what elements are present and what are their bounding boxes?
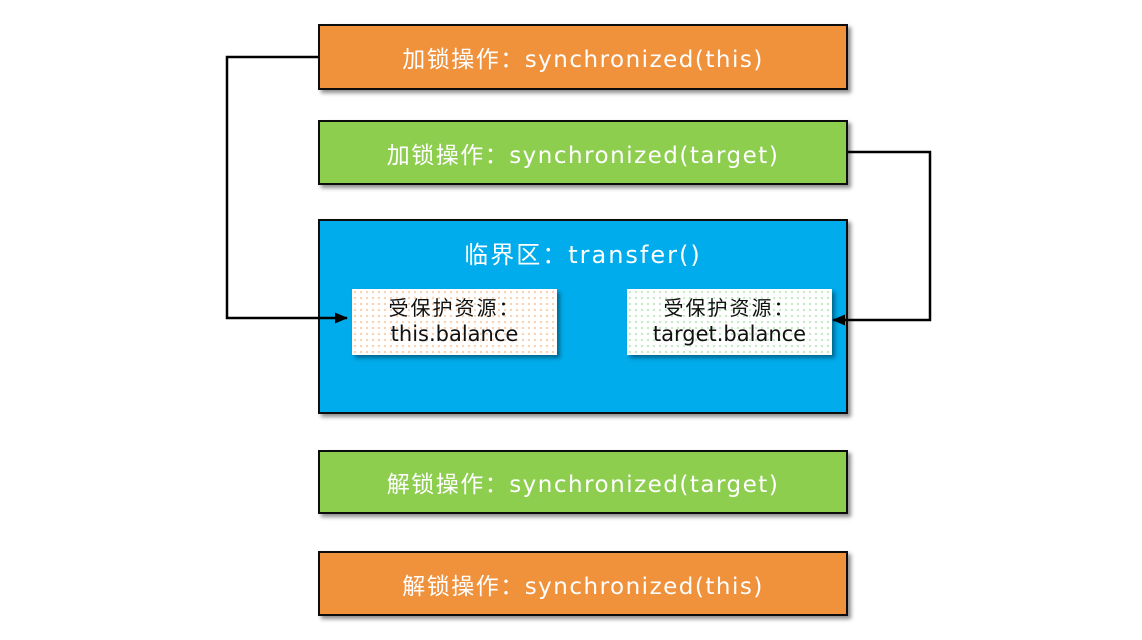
resource-target-balance-value: target.balance xyxy=(652,322,807,347)
flow-box-lock-this-label: 加锁操作：synchronized(this) xyxy=(402,47,764,73)
flow-box-critical-section: 临界区：transfer() 受保护资源： this.balance 受保护资源… xyxy=(318,219,848,414)
critical-section-title: 临界区：transfer() xyxy=(464,241,702,269)
resource-target-balance-label: 受保护资源： xyxy=(663,296,796,321)
flow-box-lock-target-label: 加锁操作：synchronized(target) xyxy=(386,142,780,169)
resource-box-target-balance: 受保护资源： target.balance xyxy=(627,289,832,355)
flow-box-unlock-this: 解锁操作：synchronized(this) xyxy=(318,551,848,616)
flow-box-unlock-target: 解锁操作：synchronized(target) xyxy=(318,450,848,514)
flow-box-unlock-this-label: 解锁操作：synchronized(this) xyxy=(402,573,764,600)
resource-this-balance-value: this.balance xyxy=(390,322,519,347)
resource-this-balance-label: 受保护资源： xyxy=(388,296,521,321)
flow-box-lock-target: 加锁操作：synchronized(target) xyxy=(318,120,848,185)
flow-box-unlock-target-label: 解锁操作：synchronized(target) xyxy=(386,472,780,498)
flow-box-lock-this: 加锁操作：synchronized(this) xyxy=(318,24,848,90)
resource-box-this-balance: 受保护资源： this.balance xyxy=(352,289,557,355)
